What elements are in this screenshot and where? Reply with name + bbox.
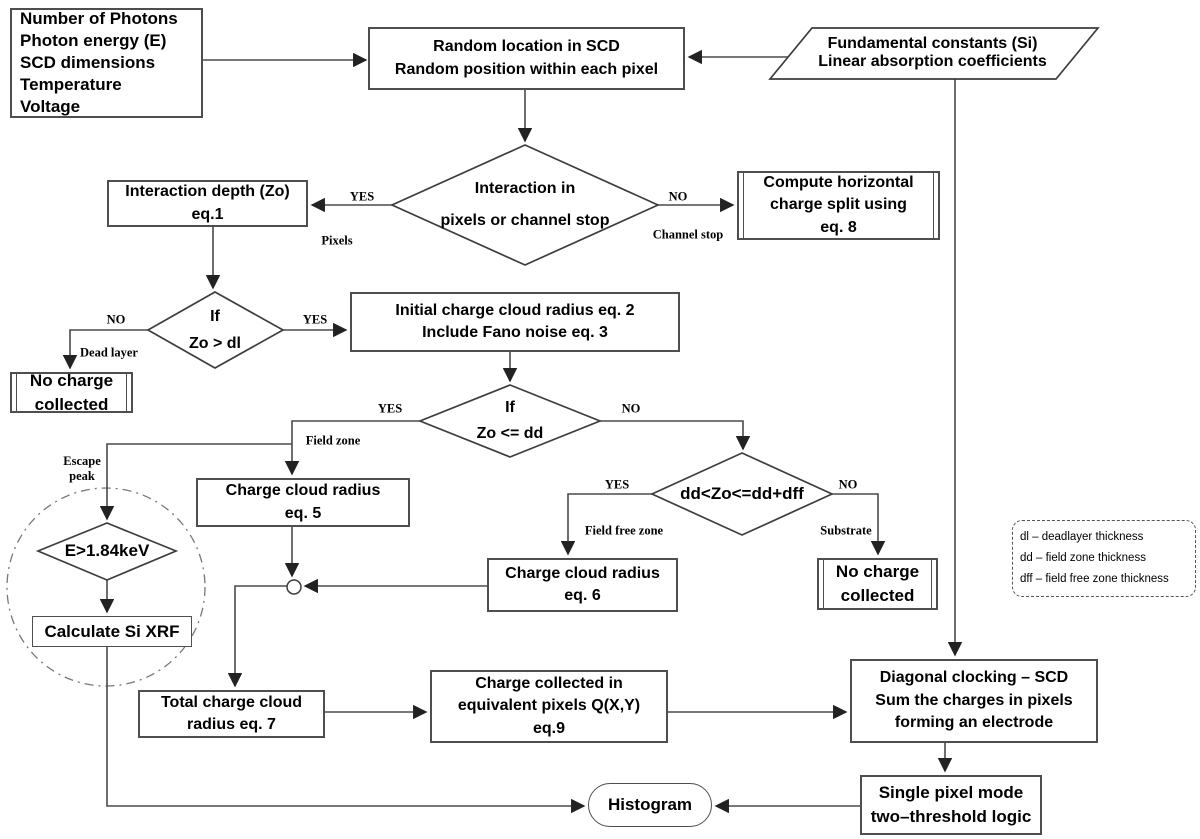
edge-label-no: NO	[668, 189, 688, 204]
node-line: Number of Photons	[20, 8, 178, 28]
node-initial-cloud: Initial charge cloud radius eq. 2 Includ…	[350, 292, 680, 352]
node-line: Compute horizontal	[763, 173, 914, 191]
node-line: Include Fano noise eq. 3	[422, 324, 608, 341]
node-line: Random location in SCD	[433, 38, 620, 56]
node-line: Charge cloud radius	[225, 482, 381, 500]
node-line: Initial charge cloud radius eq. 2	[395, 301, 635, 319]
node-line: Random position within each pixel	[394, 60, 659, 78]
node-line: Linear absorption coefficients	[818, 53, 1047, 70]
junction-circle	[286, 579, 302, 595]
decision-dd-zo-dff-label: dd<Zo<=dd+dff	[652, 482, 832, 506]
decision-e-gt-184-label: E>1.84keV	[38, 540, 176, 562]
legend-line: dff – field free zone thickness	[1020, 573, 1169, 586]
node-line: eq.9	[532, 719, 565, 737]
decision-zo-gt-dl-label: If Zo > dl	[150, 300, 280, 360]
node-inputs: Number of Photons Photon energy (E) SCD …	[10, 8, 203, 118]
node-line: radius eq. 7	[187, 716, 276, 733]
edge-label-yes: YES	[377, 401, 403, 416]
edge-label-escape-peak: Escape peak	[63, 454, 101, 483]
node-line: E>1.84keV	[64, 541, 150, 560]
constants-parallelogram	[768, 27, 1100, 80]
node-total-cloud: Total charge cloud radius eq. 7	[138, 690, 325, 738]
node-line: Zo > dl	[189, 335, 241, 352]
node-line: Histogram	[607, 795, 693, 815]
node-line: Temperature	[20, 75, 122, 95]
node-line: Single pixel mode	[878, 783, 1024, 803]
node-line: forming an electrode	[894, 714, 1054, 732]
node-line: eq. 5	[284, 504, 322, 522]
node-line: dd<Zo<=dd+dff	[680, 484, 804, 503]
decision-zo-le-dd-diamond	[417, 384, 603, 458]
edge-label-dead-layer: Dead layer	[80, 345, 138, 360]
node-line: Interaction in	[474, 180, 576, 197]
node-line: eq. 8	[820, 218, 857, 236]
decision-zo-gt-dl-diamond	[146, 291, 285, 369]
node-line: two–threshold logic	[870, 807, 1032, 826]
node-line: Charge cloud radius	[505, 564, 660, 582]
node-single-pixel: Single pixel mode two–threshold logic	[860, 775, 1042, 835]
edge-label-substrate: Substrate	[820, 523, 872, 538]
node-compute-split: Compute horizontal charge split using eq…	[737, 171, 940, 240]
node-line: If	[210, 308, 220, 325]
edge-label-pixels: Pixels	[321, 233, 353, 248]
edge-label-field-zone: Field zone	[305, 433, 361, 448]
decision-interaction-label: Interaction in pixels or channel stop	[400, 168, 650, 242]
legend-box: dl – deadlayer thickness dd – field zone…	[1012, 520, 1196, 597]
node-line: Zo <= dd	[476, 425, 544, 442]
legend-line: dd – field zone thickness	[1020, 551, 1146, 564]
node-line: Calculate Si XRF	[44, 621, 180, 641]
node-charge-qxy: Charge collected in equivalent pixels Q(…	[430, 670, 668, 743]
node-line: No charge	[835, 562, 920, 582]
decision-e-gt-184-diamond	[35, 522, 179, 581]
node-diagonal-clocking: Diagonal clocking – SCD Sum the charges …	[850, 659, 1098, 743]
node-constants-label: Fundamental constants (Si) Linear absorp…	[775, 30, 1090, 76]
node-line: charge split using	[770, 196, 907, 214]
edge-label-no: NO	[838, 477, 858, 492]
edge-label-yes: YES	[349, 189, 375, 204]
decision-dd-zo-dff-diamond	[649, 452, 835, 536]
node-line: SCD dimensions	[20, 52, 156, 72]
node-line: Total charge cloud	[160, 693, 303, 711]
node-line: equivalent pixels Q(X,Y)	[457, 697, 641, 715]
edge-label-no: NO	[621, 401, 641, 416]
edge-label-field-free-zone: Field free zone	[584, 523, 664, 538]
edges	[62, 49, 963, 814]
node-line: If	[505, 399, 515, 416]
node-line: Voltage	[20, 97, 81, 117]
node-line: Diagonal clocking – SCD	[879, 669, 1069, 687]
node-no-charge-substrate: No charge collected	[817, 558, 938, 610]
node-line: No charge	[29, 370, 114, 390]
legend-line: dl – deadlayer thickness	[1020, 530, 1144, 543]
edge-label-yes: YES	[604, 477, 630, 492]
edge-label-no: NO	[106, 312, 126, 327]
node-calc-si-xrf: Calculate Si XRF	[32, 616, 192, 647]
node-line: collected	[34, 394, 109, 414]
node-line: Fundamental constants (Si)	[827, 35, 1038, 52]
edge-label-yes: YES	[302, 312, 328, 327]
node-line: Sum the charges in pixels	[875, 691, 1073, 709]
node-line: eq. 6	[564, 587, 601, 604]
node-cloud-eq6: Charge cloud radius eq. 6	[487, 558, 678, 612]
node-no-charge-dead-layer: No charge collected	[10, 370, 133, 414]
node-line: collected	[840, 586, 915, 605]
node-histogram: Histogram	[588, 783, 712, 827]
decision-interaction-diamond	[389, 144, 661, 266]
edge-label-channel-stop: Channel stop	[652, 227, 724, 242]
node-interaction-depth: Interaction depth (Zo) eq.1	[107, 180, 308, 227]
node-line: pixels or channel stop	[440, 212, 610, 229]
escape-peak-circle	[6, 487, 206, 687]
node-random-location: Random location in SCD Random position w…	[368, 27, 685, 90]
node-line: eq.1	[191, 205, 224, 223]
node-line: Charge collected in	[475, 674, 623, 692]
node-cloud-eq5: Charge cloud radius eq. 5	[196, 478, 410, 527]
decision-zo-le-dd-label: If Zo <= dd	[430, 392, 590, 450]
node-line: Interaction depth (Zo)	[125, 183, 290, 201]
node-line: Photon energy (E)	[20, 30, 167, 50]
